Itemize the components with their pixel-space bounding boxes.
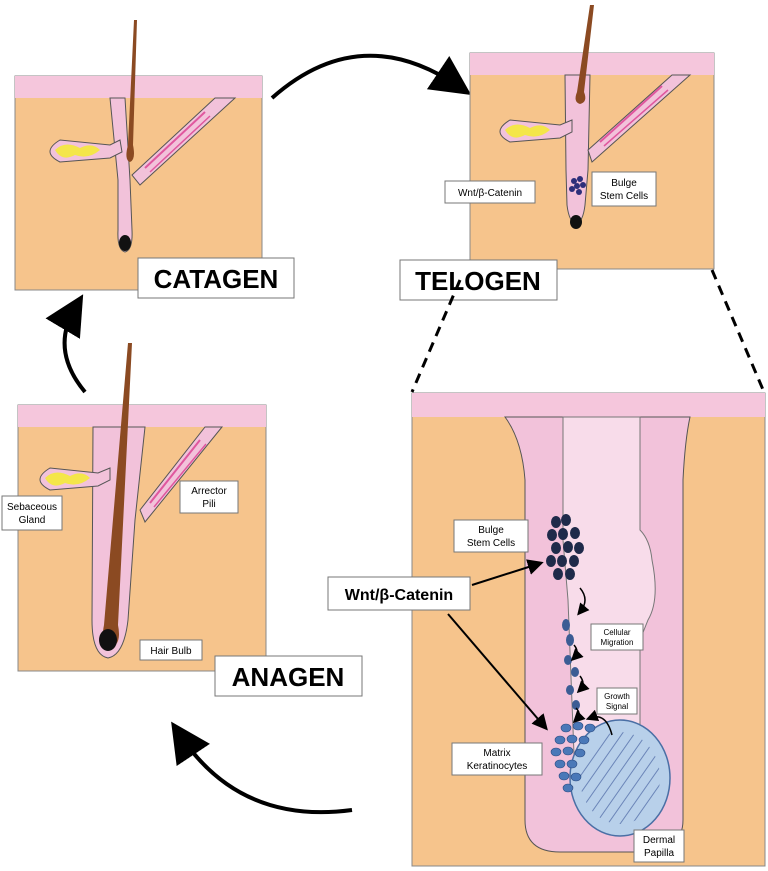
zoom-panel: Wnt/β-Catenin Bulge Stem Cells Cellular …	[327, 392, 766, 867]
migration-label-line2: Migration	[601, 638, 634, 647]
arrow-anagen-to-catagen	[45, 294, 87, 394]
growth-label-line2: Signal	[606, 702, 628, 711]
matrix-label-line2: Keratinocytes	[467, 761, 528, 772]
arrector-label-line1: Arrector	[191, 486, 227, 497]
bulge-label-line1: Bulge	[611, 178, 637, 189]
dermal-papilla-icon	[119, 235, 131, 251]
migration-label-line1: Cellular	[603, 628, 630, 637]
zoom-bulge-label-line2: Stem Cells	[467, 538, 515, 549]
matrix-keratinocytes-cluster	[550, 721, 596, 793]
bulge-stem-cells-cluster	[546, 514, 584, 580]
hair-shaft-icon	[102, 343, 132, 648]
zoom-bulge-label-line1: Bulge	[478, 525, 504, 536]
sebaceous-gland-icon	[55, 144, 100, 158]
arrow-telogen-to-anagen	[171, 721, 353, 815]
sebaceous-label-line1: Sebaceous	[7, 502, 57, 513]
arrow-wnt-to-bulge	[471, 559, 544, 586]
arrow-wnt-to-matrix	[447, 613, 548, 731]
catagen-label: CATAGEN	[154, 264, 279, 294]
zoom-line-right	[710, 269, 766, 393]
telogen-panel: Wnt/β-Catenin Bulge Stem Cells TELOGEN	[399, 5, 715, 301]
matrix-label-line1: Matrix	[483, 748, 510, 759]
anagen-panel: Sebaceous Gland Arrector Pili Hair Bulb …	[1, 343, 363, 697]
growth-label-line1: Growth	[604, 692, 630, 701]
wnt-label-large: Wnt/β-Catenin	[345, 587, 453, 604]
zoom-line-left	[410, 279, 462, 393]
hair-bulb-label: Hair Bulb	[150, 646, 192, 657]
bulge-label-line2: Stem Cells	[600, 191, 648, 202]
arrector-label-line2: Pili	[202, 499, 215, 510]
anagen-label: ANAGEN	[232, 662, 345, 692]
catagen-panel: CATAGEN	[14, 20, 295, 299]
wnt-label-small: Wnt/β-Catenin	[458, 188, 522, 199]
telogen-stem-cells	[569, 176, 586, 195]
arrow-catagen-to-telogen	[270, 53, 472, 100]
telogen-label: TELOGEN	[415, 266, 541, 296]
sebaceous-label-line2: Gland	[19, 515, 46, 526]
papilla-label-line1: Dermal	[643, 835, 675, 846]
migrating-cells	[562, 619, 580, 710]
papilla-label-line2: Papilla	[644, 848, 674, 859]
